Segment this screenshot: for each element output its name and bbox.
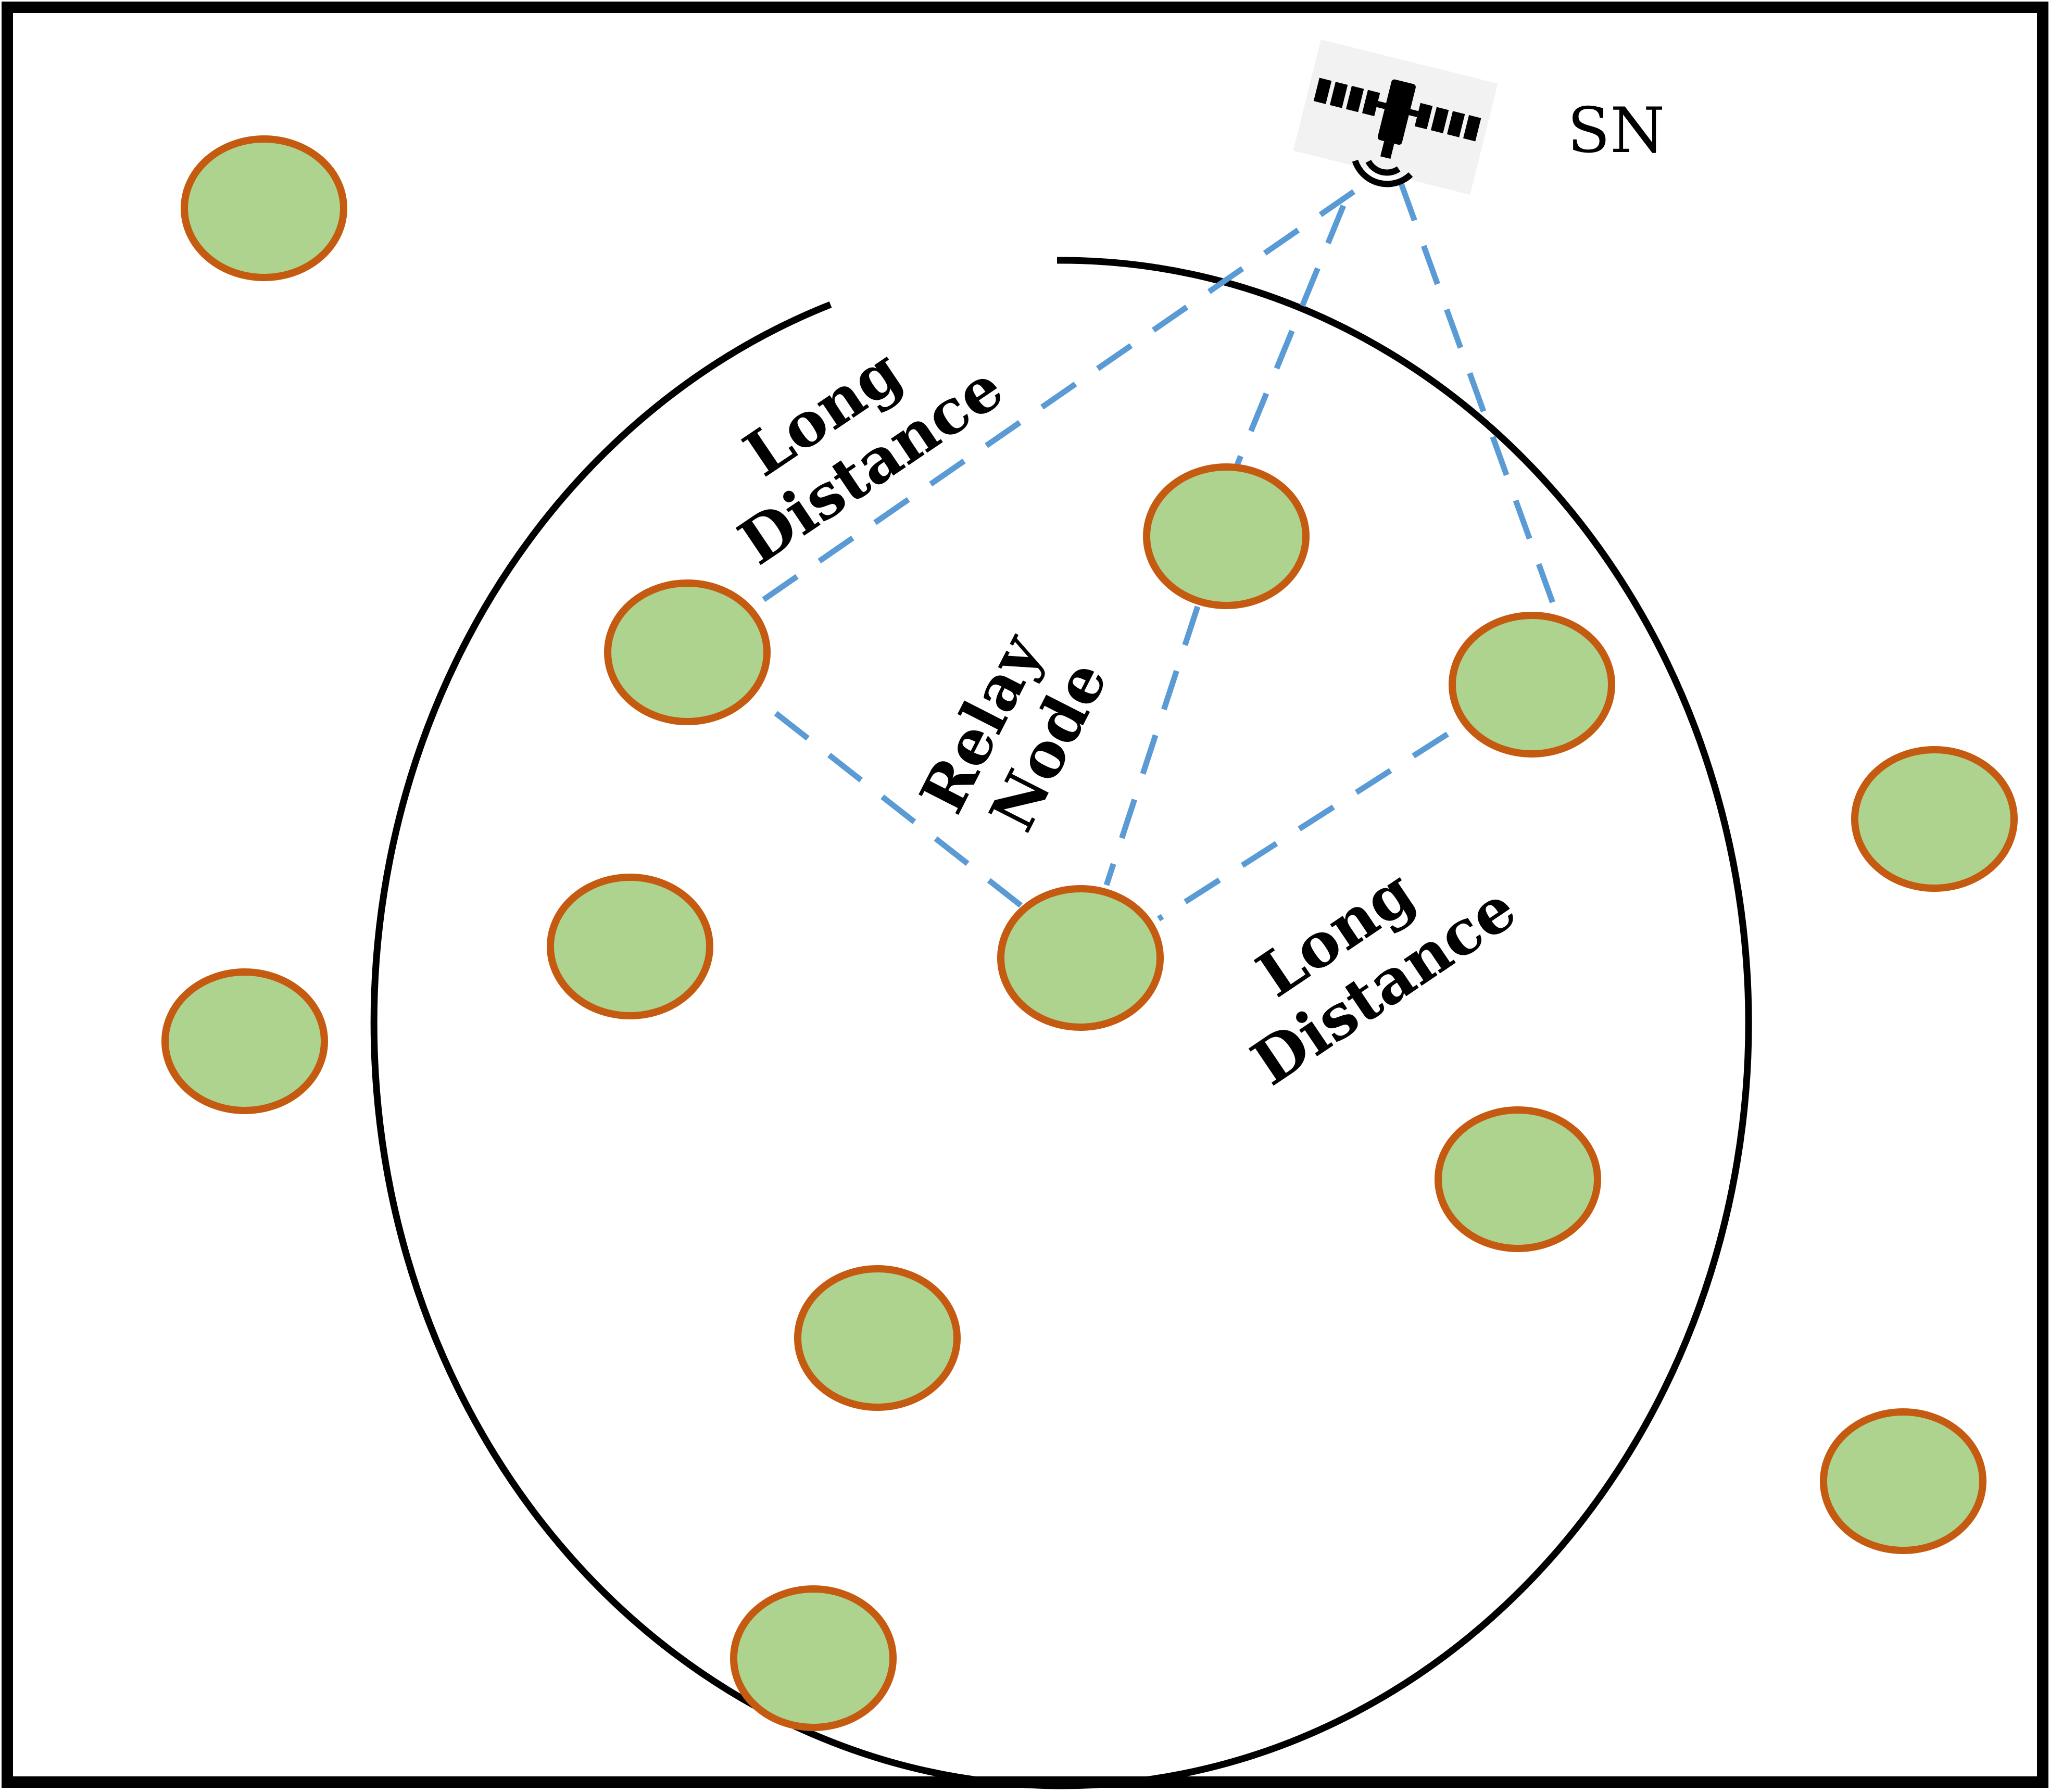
sensor-node-right	[1449, 612, 1615, 758]
sensor-node	[547, 874, 713, 1019]
sensor-node	[181, 135, 347, 281]
link-top-node-to-relay	[1103, 605, 1201, 886]
link-left-node-to-relay	[774, 711, 1043, 924]
satellite-icon	[1293, 39, 1498, 195]
link-sink-to-top-node	[1234, 204, 1347, 468]
sensor-node	[1435, 1106, 1601, 1252]
link-group	[748, 181, 1560, 924]
sink-label: SN	[1567, 95, 1665, 167]
node-group	[161, 135, 2018, 1731]
sensor-node	[161, 968, 328, 1114]
sensor-node	[604, 579, 771, 725]
link-right-node-to-relay	[1157, 731, 1449, 922]
range-boundary	[370, 257, 1752, 1789]
sensor-node	[794, 1265, 961, 1411]
relay-node	[997, 885, 1164, 1031]
link-sink-to-right-node	[1398, 181, 1560, 615]
link-sink-to-left-node	[748, 189, 1356, 612]
sensor-node	[1820, 1408, 1986, 1554]
sensor-node	[730, 1585, 897, 1731]
sensor-node-top	[1143, 463, 1310, 609]
sensor-node	[1851, 746, 2018, 892]
